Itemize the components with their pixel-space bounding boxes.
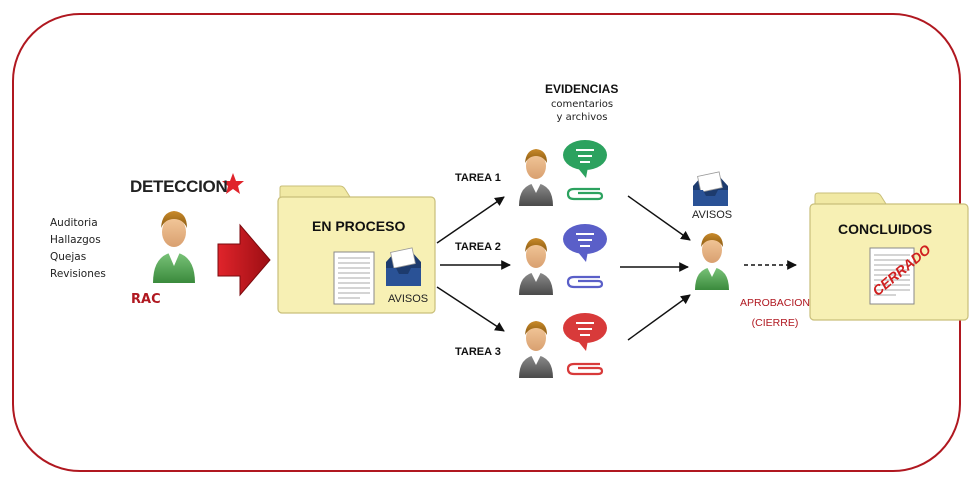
source-item: Quejas <box>50 251 87 263</box>
approver-notices-icon <box>693 171 728 206</box>
completed-title: CONCLUIDOS <box>838 221 933 237</box>
approval-label: APROBACION (CIERRE) <box>735 293 815 333</box>
evidence-title: EVIDENCIAS <box>545 82 619 96</box>
source-item: Revisiones <box>50 268 106 280</box>
task3-person-icon <box>519 321 553 378</box>
task2-person-icon <box>519 238 553 295</box>
in-process-folder-icon <box>277 185 436 314</box>
comment-bubble-green-icon <box>563 140 607 178</box>
comment-bubble-red-icon <box>563 313 607 351</box>
task2-label: TAREA 2 <box>455 241 501 253</box>
flow-arrow-icon <box>217 223 271 297</box>
completed-folder-icon <box>809 192 969 321</box>
evidence-subtitle-line: y archivos <box>556 112 608 123</box>
in-process-notices-label: AVISOS <box>388 293 429 305</box>
task3-label: TAREA 3 <box>455 346 501 358</box>
star-icon <box>222 173 244 194</box>
paperclip-red-icon <box>566 362 604 376</box>
detection-title: DETECCION <box>130 177 228 196</box>
detection-sources-list: Auditoria Hallazgos Quejas Revisiones <box>50 215 106 283</box>
approval-action-sub: (CIERRE) <box>751 317 799 329</box>
task1-label: TAREA 1 <box>455 172 501 184</box>
paperclip-green-icon <box>566 187 604 201</box>
task1-person-icon <box>519 149 553 206</box>
evidence-subtitle-line: comentarios <box>550 99 614 110</box>
detection-person-icon <box>153 211 195 283</box>
approver-notices-label: AVISOS <box>692 209 733 221</box>
source-item: Auditoria <box>50 217 98 229</box>
in-process-title: EN PROCESO <box>312 218 406 234</box>
approval-action: APROBACION <box>739 297 810 309</box>
evidence-subtitle: comentarios y archivos <box>550 98 614 124</box>
approver-person-icon <box>695 233 729 290</box>
detection-role-label: RAC <box>131 292 161 307</box>
paperclip-blue-icon <box>566 275 604 289</box>
source-item: Hallazgos <box>50 234 101 246</box>
comment-bubble-blue-icon <box>563 224 607 262</box>
